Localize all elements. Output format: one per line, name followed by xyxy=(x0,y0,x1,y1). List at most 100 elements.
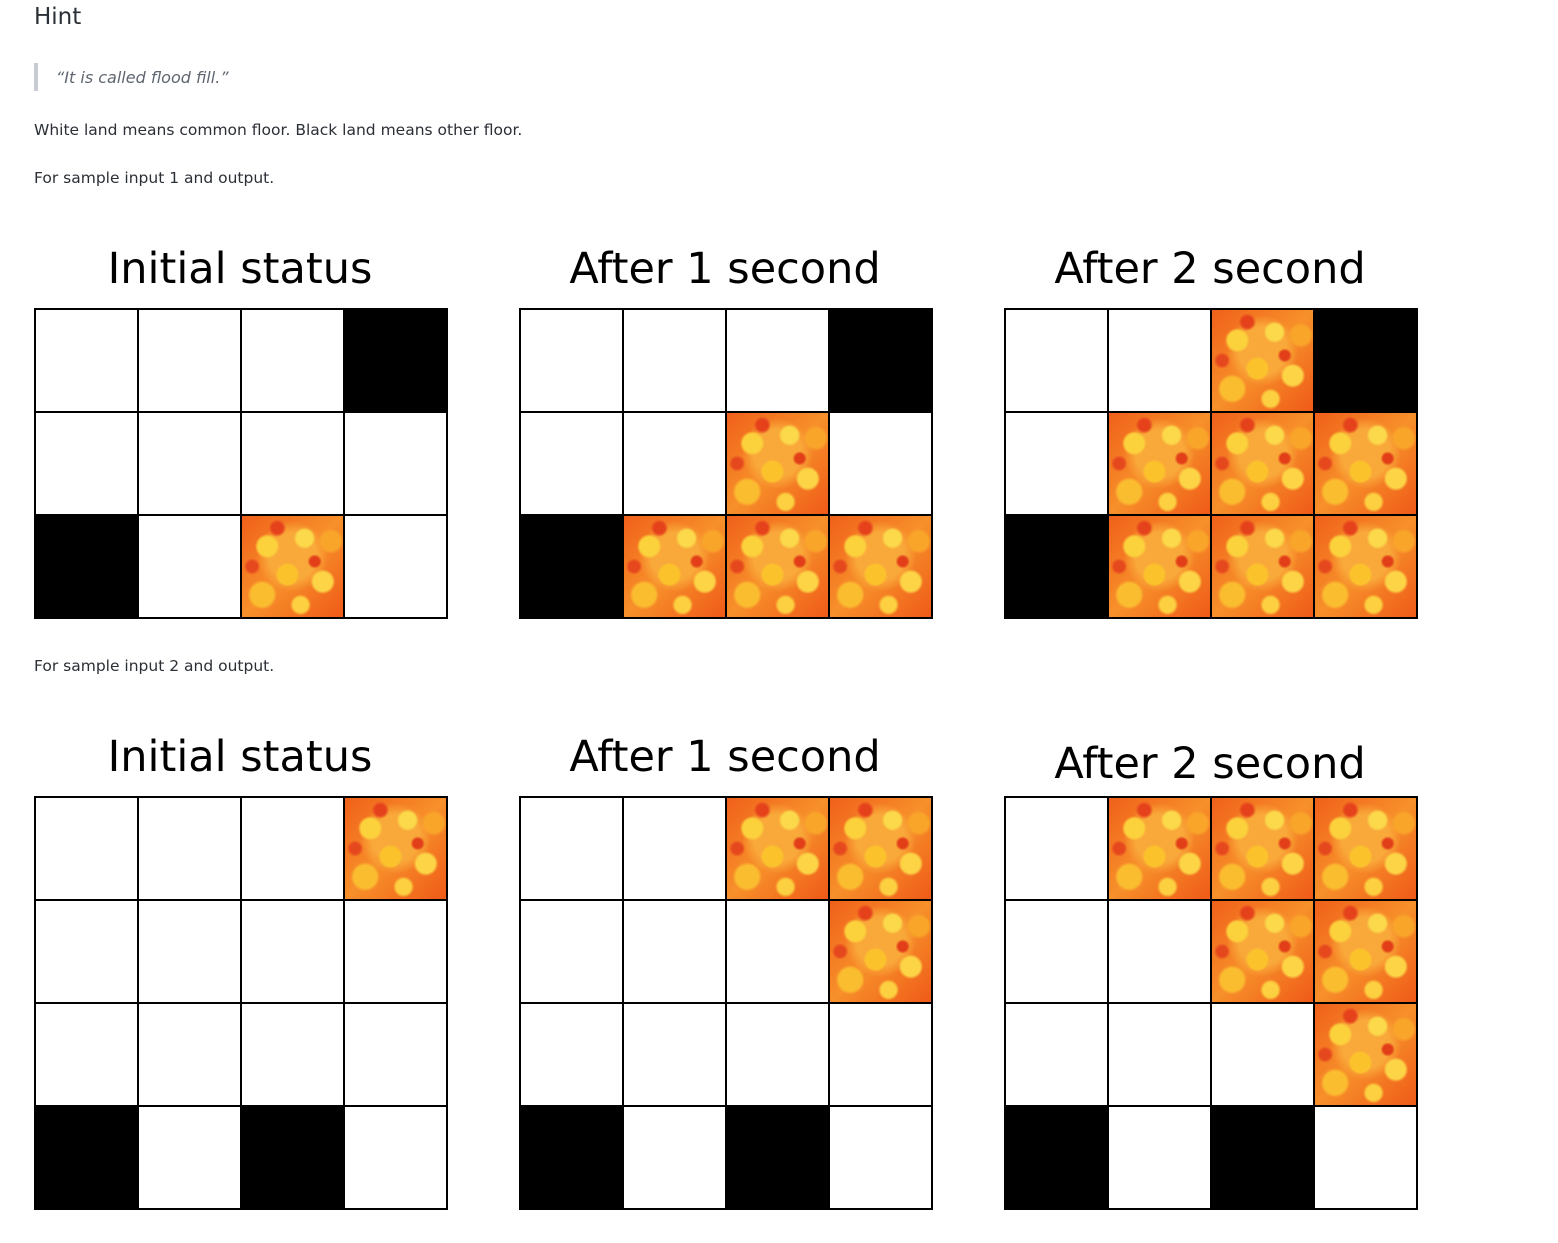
lava-cell xyxy=(1212,798,1315,901)
white-floor-cell xyxy=(1006,901,1109,1004)
white-floor-cell xyxy=(830,413,933,516)
white-floor-cell xyxy=(624,901,727,1004)
black-floor-cell xyxy=(1006,1107,1109,1210)
white-floor-cell xyxy=(727,310,830,413)
white-floor-cell xyxy=(624,310,727,413)
white-floor-cell xyxy=(345,413,448,516)
panel-title: Initial status xyxy=(107,732,373,782)
black-floor-cell xyxy=(345,310,448,413)
hint-description: White land means common floor. Black lan… xyxy=(34,121,523,139)
lava-cell xyxy=(1315,1004,1418,1107)
black-floor-cell xyxy=(830,310,933,413)
sample1-label: For sample input 1 and output. xyxy=(34,169,275,187)
black-floor-cell xyxy=(242,1107,345,1210)
lava-cell xyxy=(1315,798,1418,901)
white-floor-cell xyxy=(345,901,448,1004)
white-floor-cell xyxy=(345,516,448,619)
panel-title: After 2 second xyxy=(1054,739,1366,789)
black-floor-cell xyxy=(36,1107,139,1210)
white-floor-cell xyxy=(139,310,242,413)
white-floor-cell xyxy=(830,1107,933,1210)
white-floor-cell xyxy=(345,1107,448,1210)
white-floor-cell xyxy=(1109,310,1212,413)
white-floor-cell xyxy=(1109,1004,1212,1107)
white-floor-cell xyxy=(139,1004,242,1107)
lava-cell xyxy=(1212,901,1315,1004)
white-floor-cell xyxy=(345,1004,448,1107)
white-floor-cell xyxy=(242,310,345,413)
sample2-label: For sample input 2 and output. xyxy=(34,657,275,675)
white-floor-cell xyxy=(624,1107,727,1210)
lava-cell xyxy=(1315,901,1418,1004)
white-floor-cell xyxy=(1109,901,1212,1004)
white-floor-cell xyxy=(36,798,139,901)
black-floor-cell xyxy=(727,1107,830,1210)
white-floor-cell xyxy=(1315,1107,1418,1210)
white-floor-cell xyxy=(36,413,139,516)
white-floor-cell xyxy=(139,901,242,1004)
white-floor-cell xyxy=(624,413,727,516)
lava-cell xyxy=(1109,413,1212,516)
panel-title: After 1 second xyxy=(569,244,881,294)
white-floor-cell xyxy=(1212,1004,1315,1107)
white-floor-cell xyxy=(521,1004,624,1107)
floor-grid xyxy=(34,796,448,1210)
black-floor-cell xyxy=(521,516,624,619)
lava-cell xyxy=(1315,413,1418,516)
lava-cell xyxy=(1315,516,1418,619)
white-floor-cell xyxy=(139,516,242,619)
lava-cell xyxy=(1109,798,1212,901)
white-floor-cell xyxy=(1109,1107,1212,1210)
floor-grid xyxy=(519,308,933,619)
white-floor-cell xyxy=(727,901,830,1004)
white-floor-cell xyxy=(521,413,624,516)
white-floor-cell xyxy=(36,901,139,1004)
floor-grid xyxy=(519,796,933,1210)
lava-cell xyxy=(727,413,830,516)
white-floor-cell xyxy=(521,310,624,413)
white-floor-cell xyxy=(727,1004,830,1107)
lava-cell xyxy=(624,516,727,619)
white-floor-cell xyxy=(1006,1004,1109,1107)
white-floor-cell xyxy=(139,798,242,901)
white-floor-cell xyxy=(242,1004,345,1107)
lava-cell xyxy=(830,516,933,619)
white-floor-cell xyxy=(139,413,242,516)
lava-cell xyxy=(727,798,830,901)
black-floor-cell xyxy=(1315,310,1418,413)
white-floor-cell xyxy=(1006,310,1109,413)
panel-title: After 2 second xyxy=(1054,244,1366,294)
white-floor-cell xyxy=(624,798,727,901)
lava-cell xyxy=(727,516,830,619)
white-floor-cell xyxy=(624,1004,727,1107)
white-floor-cell xyxy=(521,901,624,1004)
hint-heading: Hint xyxy=(34,4,82,30)
white-floor-cell xyxy=(36,1004,139,1107)
white-floor-cell xyxy=(36,310,139,413)
floor-grid xyxy=(34,308,448,619)
lava-cell xyxy=(1109,516,1212,619)
lava-cell xyxy=(1212,413,1315,516)
panel-title: Initial status xyxy=(107,244,373,294)
white-floor-cell xyxy=(242,901,345,1004)
black-floor-cell xyxy=(1006,516,1109,619)
lava-cell xyxy=(830,901,933,1004)
white-floor-cell xyxy=(1006,798,1109,901)
hint-quote-text: “It is called flood fill.” xyxy=(56,67,229,87)
black-floor-cell xyxy=(521,1107,624,1210)
black-floor-cell xyxy=(1212,1107,1315,1210)
white-floor-cell xyxy=(830,1004,933,1107)
hint-quote: “It is called flood fill.” xyxy=(34,63,229,91)
white-floor-cell xyxy=(139,1107,242,1210)
panel-title: After 1 second xyxy=(569,732,881,782)
white-floor-cell xyxy=(1006,413,1109,516)
white-floor-cell xyxy=(242,798,345,901)
lava-cell xyxy=(345,798,448,901)
lava-cell xyxy=(830,798,933,901)
lava-cell xyxy=(242,516,345,619)
floor-grid xyxy=(1004,308,1418,619)
white-floor-cell xyxy=(242,413,345,516)
lava-cell xyxy=(1212,310,1315,413)
white-floor-cell xyxy=(521,798,624,901)
lava-cell xyxy=(1212,516,1315,619)
